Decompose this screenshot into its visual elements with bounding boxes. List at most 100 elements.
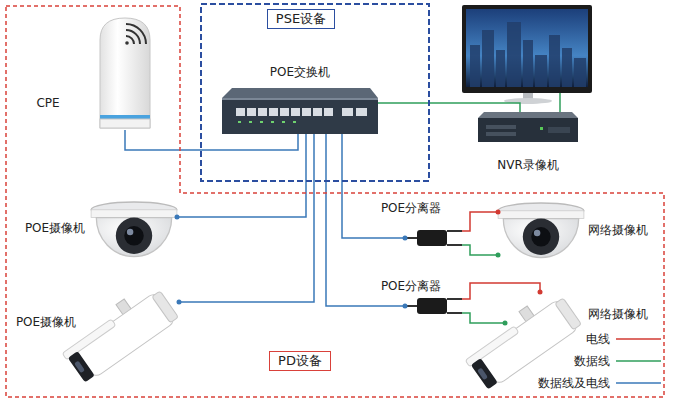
connector-dot	[538, 290, 543, 295]
device-label: POE分离器	[381, 279, 441, 293]
legend-label: 电线	[586, 332, 610, 346]
cable-line	[177, 134, 306, 217]
device-label: 网络摄像机	[588, 307, 648, 321]
switch-picture	[293, 121, 296, 123]
connector-dot	[177, 300, 182, 305]
monitor-picture	[507, 22, 521, 87]
splitter-picture	[405, 298, 462, 314]
switch-picture	[282, 121, 285, 123]
switch-picture	[222, 88, 378, 134]
network-camera: 网络摄像机	[498, 200, 584, 260]
switch-picture	[249, 121, 252, 123]
cpe-router	[100, 18, 150, 128]
poe-switch: POE交换机	[222, 88, 378, 134]
cable-line	[462, 313, 505, 323]
switch-picture	[222, 88, 378, 98]
cpe-router	[125, 41, 129, 45]
pse-region: PSE设备 POE交换机	[200, 3, 430, 182]
nvr-picture	[478, 118, 578, 142]
region-label: PD设备	[269, 351, 331, 371]
monitor-picture	[549, 35, 560, 87]
monitor-picture	[562, 48, 572, 87]
device-label: POE摄像机	[25, 221, 85, 235]
monitor-picture	[535, 55, 547, 87]
pd-region: PD设备CPEPOE摄像机POE分离器网络摄像机POE摄像机POE分离器网络摄像…	[5, 5, 665, 398]
region-outline	[201, 4, 429, 181]
connector-dot	[175, 215, 180, 220]
bullet-camera-picture	[465, 326, 519, 367]
switch-picture	[222, 98, 378, 134]
monitor-picture	[482, 30, 494, 87]
dome-camera-picture	[124, 226, 144, 246]
nvr-recorder: NVR录像机	[478, 112, 578, 142]
switch-picture	[280, 108, 289, 116]
dome-camera-picture	[91, 202, 177, 218]
cpe-router	[126, 24, 146, 44]
dome-camera-picture	[498, 203, 584, 258]
region-outline	[6, 6, 664, 397]
connector-dot	[403, 236, 408, 241]
region-label: PSE设备	[267, 9, 335, 29]
connector-dot	[403, 304, 408, 309]
switch-picture	[356, 108, 367, 116]
switch-picture	[324, 108, 333, 116]
splitter-picture	[447, 231, 462, 245]
bullet-camera-picture	[74, 360, 85, 373]
device-label: NVR录像机	[497, 158, 559, 172]
switch-picture	[271, 121, 274, 123]
splitter-picture	[405, 230, 462, 246]
device-label: CPE	[36, 96, 59, 110]
switch-picture	[258, 108, 267, 116]
monitor-picture	[462, 5, 592, 93]
bullet-camera-picture	[477, 367, 488, 380]
cpe-router	[100, 18, 150, 128]
device-label: 网络摄像机	[588, 223, 648, 237]
network-camera: 网络摄像机	[505, 292, 582, 390]
dome-camera-picture	[127, 229, 134, 236]
monitor-picture	[466, 9, 588, 87]
poe-splitter: POE分离器	[405, 294, 462, 318]
splitter-picture	[447, 299, 462, 313]
cpe-router	[100, 115, 150, 119]
dome-camera-picture	[96, 218, 171, 257]
poe-camera: POE摄像机	[62, 288, 179, 385]
switch-picture	[313, 108, 322, 116]
cable-line	[462, 212, 498, 231]
legend-line-sample	[616, 338, 661, 340]
connector-dot	[503, 321, 508, 326]
dome-camera-picture	[531, 227, 551, 247]
dome-camera-picture	[503, 219, 578, 258]
cpe-router	[100, 119, 150, 128]
switch-picture	[291, 108, 300, 116]
dome-camera-picture	[498, 203, 584, 219]
bullet-camera-picture	[471, 358, 498, 389]
cable-line	[378, 103, 520, 112]
monitor-picture	[470, 45, 480, 87]
bullet-camera-picture	[152, 291, 179, 323]
switch-picture	[236, 108, 367, 116]
cable-line	[342, 134, 405, 238]
nvr-picture	[478, 112, 578, 142]
splitter-picture	[417, 230, 447, 246]
monitor-picture	[523, 40, 533, 87]
poe-splitter: POE分离器	[405, 226, 462, 250]
legend-line-sample	[616, 382, 661, 384]
nvr-picture	[478, 112, 578, 118]
splitter-picture	[417, 298, 447, 314]
monitor-cable	[559, 93, 561, 112]
monitor-picture	[462, 5, 592, 112]
switch-picture	[247, 108, 256, 116]
connector-dot	[496, 210, 501, 215]
switch-picture	[238, 121, 241, 123]
poe-camera: POE摄像机	[91, 200, 177, 258]
nvr-picture	[486, 132, 516, 136]
cpe-router	[126, 30, 140, 44]
nvr-picture	[486, 125, 516, 129]
device-label: POE摄像机	[16, 315, 76, 329]
dome-camera-picture	[116, 218, 152, 254]
cpe-device: CPE	[98, 15, 152, 130]
region-outline	[200, 3, 430, 182]
cable-line	[462, 245, 498, 255]
dome-camera-picture	[91, 210, 177, 218]
